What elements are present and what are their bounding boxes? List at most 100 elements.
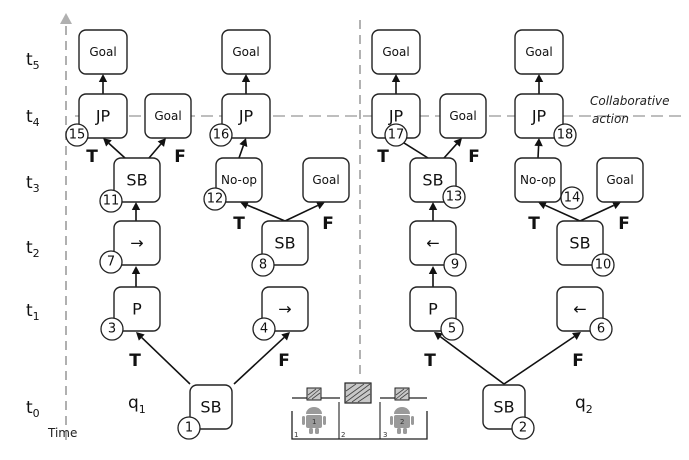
goal-node: Goal: [596, 157, 644, 203]
grid-cell-3-label: 3: [383, 431, 387, 439]
branch-label-false: F: [618, 214, 630, 234]
edge-5: [131, 266, 141, 287]
edge-1: [136, 332, 191, 385]
node-box: [302, 157, 350, 203]
badge-circle: [384, 123, 408, 147]
node-label: JP: [238, 107, 254, 126]
action-node-11: SB: [113, 157, 161, 203]
arrowhead: [538, 201, 548, 210]
action-node-12: No-op: [215, 157, 263, 203]
node-number-badge: 6: [589, 317, 613, 341]
badge-number: 3: [108, 322, 116, 337]
arrowhead: [611, 201, 621, 210]
branch-label-true: T: [377, 147, 389, 167]
edge-12: [428, 202, 438, 221]
time-axis-title: Time: [47, 426, 77, 440]
branch-label-false: F: [572, 351, 584, 371]
node-label: SB: [274, 234, 295, 253]
node-box: [144, 93, 192, 139]
node-label: ←: [426, 234, 439, 253]
edge-2: [233, 332, 290, 385]
action-node-17: JP: [371, 93, 421, 139]
node-label: SB: [200, 398, 221, 417]
edge-14: [148, 138, 166, 159]
goal-node: Goal: [371, 29, 421, 75]
node-box: [215, 157, 263, 203]
action-node-1: SB: [189, 384, 233, 430]
badge-number: 16: [213, 128, 230, 143]
action-node-5: P: [409, 286, 457, 332]
node-label: Goal: [232, 45, 259, 59]
branch-label-true: T: [424, 351, 436, 371]
arrowhead: [315, 201, 325, 210]
node-label: No-op: [520, 173, 556, 187]
node-label: Goal: [606, 173, 633, 187]
badge-circle: [553, 123, 577, 147]
goal-node: Goal: [221, 29, 271, 75]
arrowhead: [453, 138, 462, 147]
edge-9: [538, 201, 581, 222]
node-label: SB: [422, 171, 443, 190]
node-label: JP: [95, 107, 111, 126]
robot-1-label: 1: [312, 418, 316, 426]
node-box: [189, 384, 233, 430]
action-node-15: JP: [78, 93, 128, 139]
badge-circle: [251, 253, 275, 277]
node-label: SB: [493, 398, 514, 417]
node-number-badge: 4: [252, 317, 276, 341]
node-number-badge: 13: [442, 185, 466, 209]
node-label: No-op: [221, 173, 257, 187]
edge-10: [579, 201, 621, 222]
arrowhead: [534, 138, 543, 147]
branch-label-true: T: [86, 147, 98, 167]
node-box: [221, 29, 271, 75]
branch-label-false: F: [278, 351, 290, 371]
arrowhead: [131, 266, 141, 274]
edge-20: [241, 74, 251, 94]
arrowhead: [131, 202, 141, 210]
collaborative-label-line1: Collaborative: [590, 94, 670, 108]
node-number-badge: 5: [440, 317, 464, 341]
tick-t1: t1: [26, 301, 40, 323]
node-label: →: [278, 300, 291, 319]
collaborative-label-line2: action: [592, 112, 629, 126]
badge-circle: [209, 123, 233, 147]
node-box: [439, 93, 487, 139]
arrowhead: [241, 74, 251, 82]
node-number-badge: 14: [560, 186, 584, 210]
badge-circle: [252, 317, 276, 341]
badge-number: 17: [388, 128, 405, 143]
node-label: JP: [388, 107, 404, 126]
node-box: [514, 93, 564, 139]
node-box: [221, 93, 271, 139]
arrowhead: [428, 202, 438, 210]
node-number-badge: 11: [99, 189, 123, 213]
node-box: [261, 220, 309, 266]
edge-21: [391, 74, 401, 94]
arrowhead: [157, 138, 166, 147]
badge-circle: [589, 317, 613, 341]
badge-circle: [100, 317, 124, 341]
node-label: SB: [126, 171, 147, 190]
action-node-10: SB: [556, 220, 604, 266]
badge-number: 10: [595, 258, 612, 273]
tick-t5: t5: [26, 50, 40, 72]
goal-node: Goal: [302, 157, 350, 203]
badge-circle: [591, 253, 615, 277]
node-label: SB: [569, 234, 590, 253]
node-box: [113, 286, 161, 332]
time-axis-arrowhead: [60, 13, 72, 24]
goal-node: Goal: [439, 93, 487, 139]
action-node-8: SB: [261, 220, 309, 266]
badge-circle: [99, 189, 123, 213]
edge-15: [238, 138, 248, 159]
badge-circle: [560, 186, 584, 210]
badge-number: 11: [103, 194, 120, 209]
badge-circle: [99, 250, 123, 274]
node-box: [409, 220, 457, 266]
arrowhead: [391, 74, 401, 82]
edge-11: [131, 202, 141, 221]
tick-t4: t4: [26, 107, 40, 129]
node-box: [556, 286, 604, 332]
